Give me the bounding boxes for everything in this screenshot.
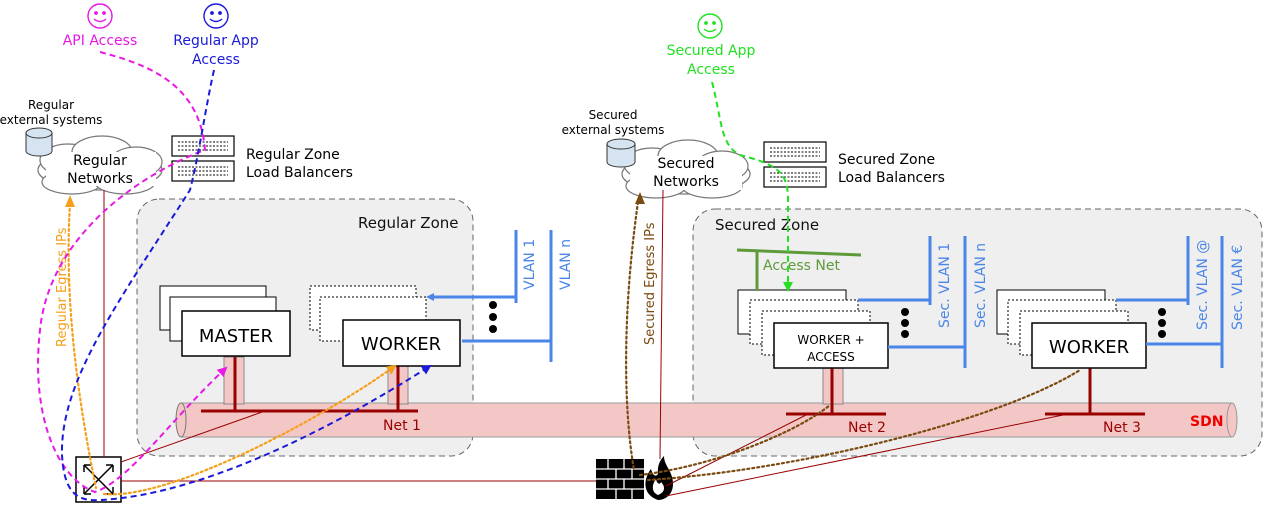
worker-label: WORKER [361, 334, 441, 355]
regular-egress-path [67, 202, 397, 496]
secured-vlan-1-label: Sec. VLAN 1 [937, 243, 953, 328]
secured-vlan-a-ellipsis-icon [901, 308, 909, 338]
secured-egress-label: Secured Egress IPs [643, 222, 658, 345]
secured-systems-line1: Secured [589, 108, 638, 122]
regular-app-access-line2: Access [192, 52, 240, 68]
secured-egress-arrowhead [635, 192, 645, 204]
regular-vlan-arrowhead [426, 293, 434, 301]
sdn-label: SDN [1190, 414, 1223, 430]
api-access-path [37, 51, 228, 494]
worker-access-label-line2: ACCESS [807, 350, 855, 364]
api-access-smiley-icon [87, 3, 113, 29]
secured-network-links [659, 189, 1069, 497]
worker-access-node-stack [737, 289, 889, 369]
secured-vlan-b-ellipsis-icon [1158, 308, 1166, 338]
firewall-icon [596, 456, 673, 500]
net2-label: Net 2 [848, 420, 886, 436]
secured-systems-line2: external systems [562, 123, 665, 137]
sdn-tube-right-cap [1226, 402, 1238, 438]
regular-lb-line1: Regular Zone [246, 147, 340, 163]
regular-vlan-lines [430, 230, 553, 362]
secured-lb-line2: Load Balancers [838, 170, 945, 186]
regular-lb-line2: Load Balancers [246, 165, 353, 181]
net3-bar [1045, 368, 1145, 416]
secured-external-systems-database-icon [606, 138, 636, 168]
sdn-tube [180, 402, 1233, 438]
regular-egress-label: Regular Egress IPs [55, 227, 70, 347]
regular-systems-line2: external systems [0, 113, 102, 127]
secured-worker-node-stack [996, 289, 1147, 369]
api-access-label: API Access [63, 33, 138, 49]
net2-bar [786, 368, 886, 416]
net1-bar [201, 357, 418, 413]
master-node-stack [159, 285, 291, 357]
regular-app-access-path [60, 69, 432, 502]
secured-app-access-path [711, 81, 793, 292]
regular-app-access-line1: Regular App [173, 33, 259, 49]
secured-vlan-euro-label: Sec. VLAN € [1230, 245, 1246, 330]
secured-load-balancer-icon [763, 141, 827, 188]
secured-zone-label: Secured Zone [715, 216, 819, 234]
secured-vlan-b-lines [1116, 236, 1224, 368]
regular-app-access-smiley-icon [203, 3, 229, 29]
access-net-label: Access Net [763, 258, 840, 274]
secured-vlan-n-label: Sec. VLAN n [973, 243, 989, 328]
worker-access-label-line1: WORKER + [797, 333, 864, 347]
net1-label: Net 1 [383, 418, 421, 434]
secured-app-access-line2: Access [687, 62, 735, 78]
secured-lb-line1: Secured Zone [838, 152, 935, 168]
regular-network-links [103, 190, 596, 482]
regular-vlan-1-label: VLAN 1 [522, 239, 538, 290]
regular-vlan-n-label: VLAN n [558, 239, 574, 290]
net3-label: Net 3 [1103, 420, 1141, 436]
secured-vlan-at-label: Sec. VLAN @ [1195, 240, 1211, 330]
regular-networks-line2: Networks [67, 171, 133, 187]
regular-zone-label: Regular Zone [358, 214, 459, 232]
secured-vlan-a-lines [858, 236, 967, 368]
secured-egress-path [625, 200, 1082, 482]
secured-worker-label: WORKER [1049, 337, 1129, 358]
master-label: MASTER [199, 326, 273, 347]
regular-networks-line1: Regular [73, 153, 127, 169]
secured-app-access-smiley-icon [697, 13, 723, 39]
regular-egress-arrowhead [65, 195, 75, 207]
regular-external-systems-database-icon [25, 127, 53, 157]
regular-systems-line1: Regular [28, 98, 74, 112]
secured-networks-line1: Secured [657, 156, 714, 172]
secured-app-access-line1: Secured App [667, 43, 756, 59]
worker-node-stack [309, 285, 461, 367]
secured-networks-line2: Networks [653, 174, 719, 190]
access-net-bar [736, 248, 862, 291]
regular-load-balancer-icon [171, 135, 235, 182]
sdn-tube-left-cap [175, 402, 187, 438]
regular-vlan-ellipsis-icon [489, 301, 497, 333]
